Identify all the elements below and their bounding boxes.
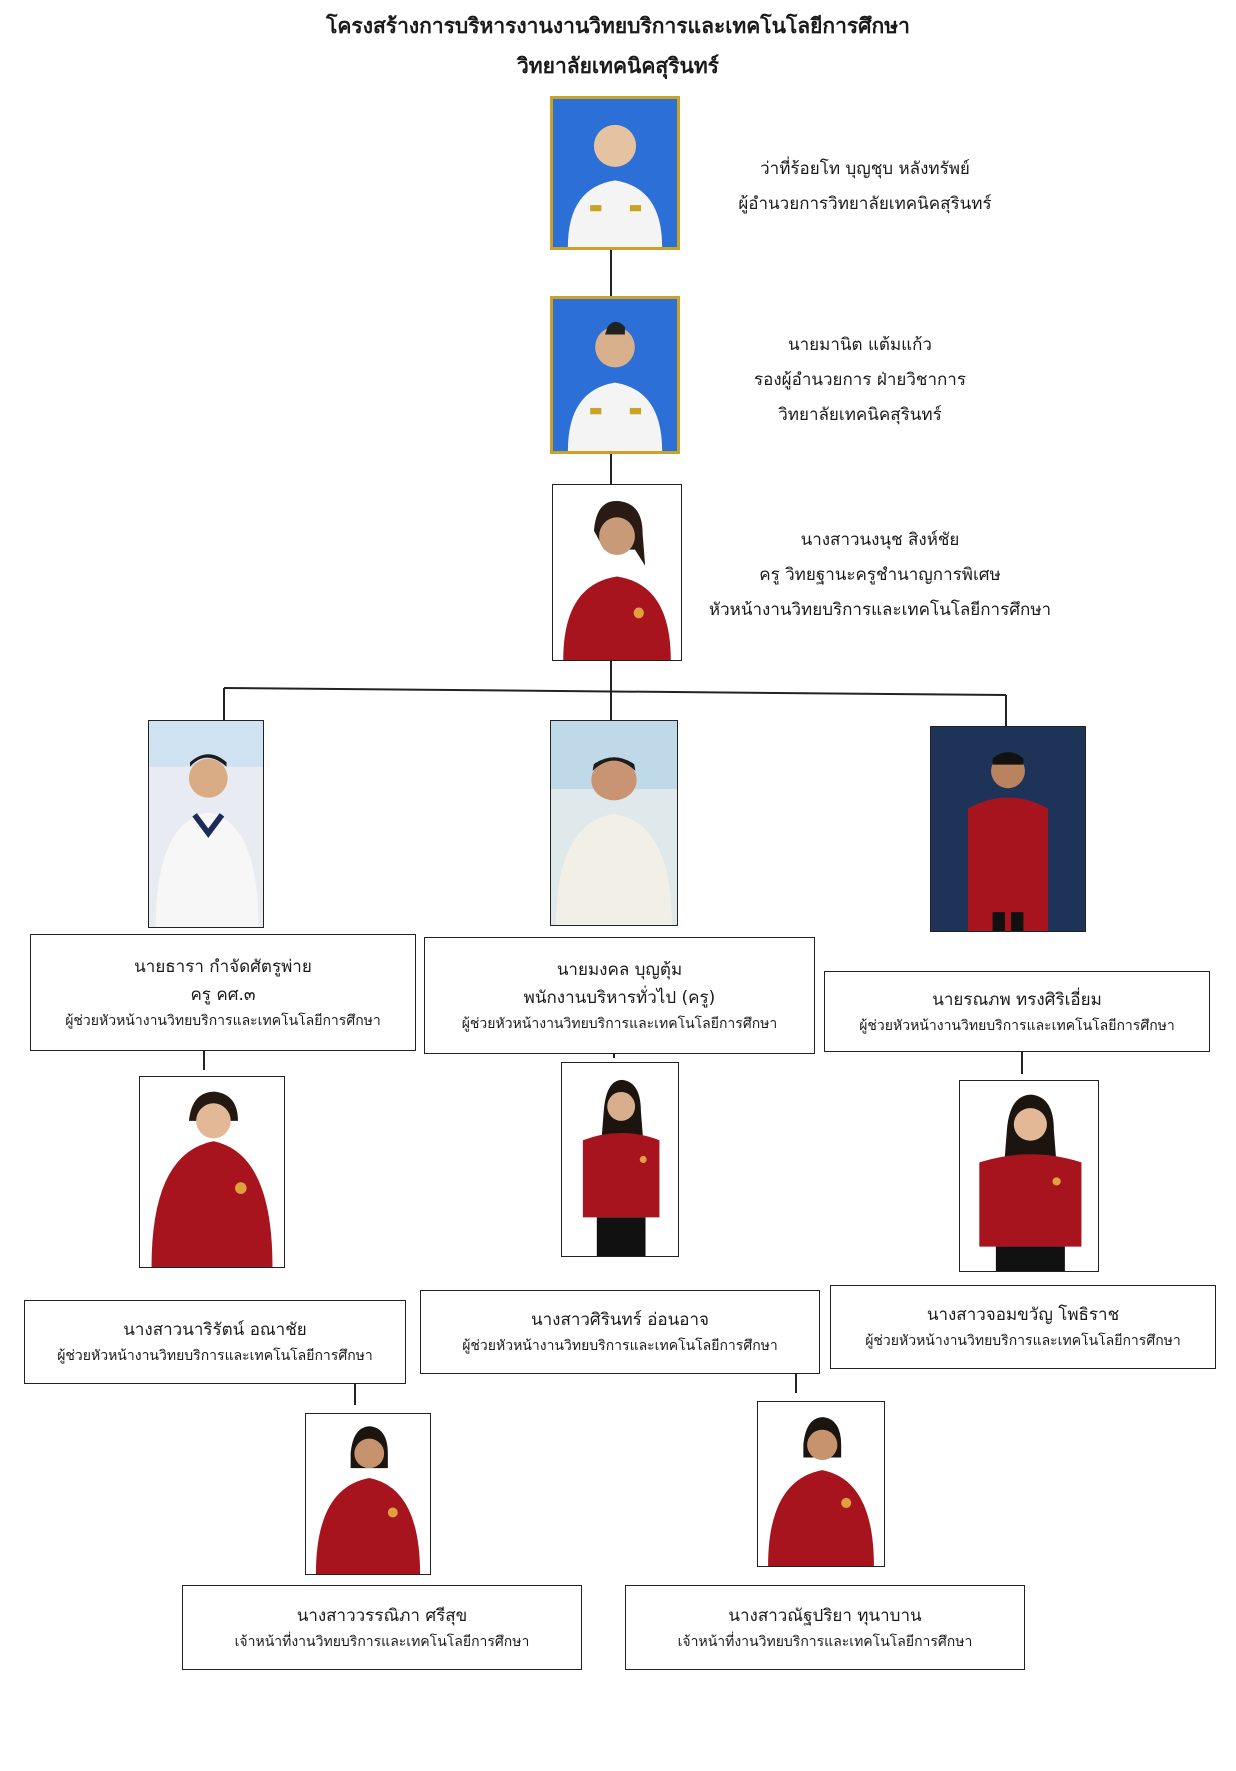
assistant-3-photo bbox=[930, 726, 1086, 932]
head-photo bbox=[552, 484, 682, 661]
staff-2-box: นางสาวณัฐปริยา ทุนาบาน เจ้าหน้าที่งานวิท… bbox=[625, 1585, 1025, 1670]
assistant-1-box: นายธารา กำจัดศัตรูพ่าย ครู คศ.๓ ผู้ช่วยห… bbox=[30, 934, 416, 1051]
chart-title: โครงสร้างการบริหารงานงานวิทยบริการและเทค… bbox=[326, 14, 910, 38]
director-info: ว่าที่ร้อยโท บุญชุบ หลังทรัพย์ ผู้อำนวยก… bbox=[700, 152, 1030, 222]
director-photo bbox=[550, 96, 680, 250]
deputy-info: นายมานิต แต้มแก้ว รองผู้อำนวยการ ฝ่ายวิช… bbox=[710, 328, 1010, 433]
deputy-name: นายมานิต แต้มแก้ว bbox=[788, 335, 932, 355]
assistant2-1-box: นางสาวนาริรัตน์ อณาชัย ผู้ช่วยหัวหน้างาน… bbox=[24, 1300, 406, 1384]
staff-2-photo bbox=[757, 1401, 885, 1567]
deputy-position: รองผู้อำนวยการ ฝ่ายวิชาการ bbox=[754, 370, 966, 390]
assistant2-1-position: ผู้ช่วยหัวหน้างานวิทยบริการและเทคโนโลยีก… bbox=[57, 1348, 373, 1364]
deputy-org: วิทยาลัยเทคนิคสุรินทร์ bbox=[778, 405, 942, 425]
head-name: นางสาวนงนุช สิงห์ชัย bbox=[800, 530, 960, 550]
assistant-3-name: นายรณภพ ทรงศิริเอี่ยม bbox=[932, 989, 1102, 1010]
assistant-1-position: ผู้ช่วยหัวหน้างานวิทยบริการและเทคโนโลยีก… bbox=[65, 1012, 381, 1029]
assistant2-2-box: นางสาวศิรินทร์ อ่อนอาจ ผู้ช่วยหัวหน้างาน… bbox=[420, 1290, 820, 1374]
staff-1-position: เจ้าหน้าที่งานวิทยบริการและเทคโนโลยีการศ… bbox=[234, 1633, 530, 1650]
deputy-photo bbox=[550, 296, 680, 454]
director-position: ผู้อำนวยการวิทยาลัยเทคนิคสุรินทร์ bbox=[738, 194, 992, 214]
head-position: หัวหน้างานวิทยบริการและเทคโนโลยีการศึกษา bbox=[708, 600, 1052, 620]
assistant2-2-position: ผู้ช่วยหัวหน้างานวิทยบริการและเทคโนโลยีก… bbox=[462, 1338, 778, 1354]
assistant-1-rank: ครู คศ.๓ bbox=[190, 984, 256, 1005]
staff-1-photo bbox=[305, 1413, 431, 1575]
staff-2-position: เจ้าหน้าที่งานวิทยบริการและเทคโนโลยีการศ… bbox=[677, 1633, 973, 1650]
staff-1-box: นางสาววรรณิภา ศรีสุข เจ้าหน้าที่งานวิทยบ… bbox=[182, 1585, 582, 1670]
assistant-2-rank: พนักงานบริหารทั่วไป (ครู) bbox=[523, 987, 716, 1008]
assistant-3-box: นายรณภพ ทรงศิริเอี่ยม ผู้ช่วยหัวหน้างานว… bbox=[824, 971, 1210, 1052]
director-name: ว่าที่ร้อยโท บุญชุบ หลังทรัพย์ bbox=[760, 159, 970, 179]
assistant2-3-name: นางสาวจอมขวัญ โพธิราช bbox=[926, 1305, 1120, 1325]
head-rank: ครู วิทยฐานะครูชำนาญการพิเศษ bbox=[759, 565, 1001, 585]
assistant2-2-name: นางสาวศิรินทร์ อ่อนอาจ bbox=[531, 1310, 709, 1330]
assistant-1-name: นายธารา กำจัดศัตรูพ่าย bbox=[134, 956, 312, 977]
staff-1-name: นางสาววรรณิภา ศรีสุข bbox=[296, 1605, 468, 1626]
assistant2-3-photo bbox=[959, 1080, 1099, 1272]
chart-subtitle: วิทยาลัยเทคนิคสุรินทร์ bbox=[517, 54, 719, 78]
assistant2-3-box: นางสาวจอมขวัญ โพธิราช ผู้ช่วยหัวหน้างานว… bbox=[830, 1285, 1216, 1369]
assistant-1-photo bbox=[148, 720, 264, 928]
assistant-3-position: ผู้ช่วยหัวหน้างานวิทยบริการและเทคโนโลยีก… bbox=[859, 1017, 1175, 1034]
assistant-2-name: นายมงคล บุญตุ้ม bbox=[556, 959, 683, 980]
connector-bus bbox=[223, 687, 1007, 696]
assistant-2-position: ผู้ช่วยหัวหน้างานวิทยบริการและเทคโนโลยีก… bbox=[461, 1015, 778, 1032]
assistant2-3-position: ผู้ช่วยหัวหน้างานวิทยบริการและเทคโนโลยีก… bbox=[865, 1333, 1181, 1349]
assistant-2-photo bbox=[550, 720, 678, 926]
staff-2-name: นางสาวณัฐปริยา ทุนาบาน bbox=[728, 1605, 922, 1626]
assistant-2-box: นายมงคล บุญตุ้ม พนักงานบริหารทั่วไป (ครู… bbox=[424, 937, 815, 1054]
head-info: นางสาวนงนุช สิงห์ชัย ครู วิทยฐานะครูชำนา… bbox=[700, 523, 1060, 628]
assistant2-2-photo bbox=[561, 1062, 679, 1257]
assistant2-1-photo bbox=[139, 1076, 285, 1268]
assistant2-1-name: นางสาวนาริรัตน์ อณาชัย bbox=[123, 1320, 307, 1340]
